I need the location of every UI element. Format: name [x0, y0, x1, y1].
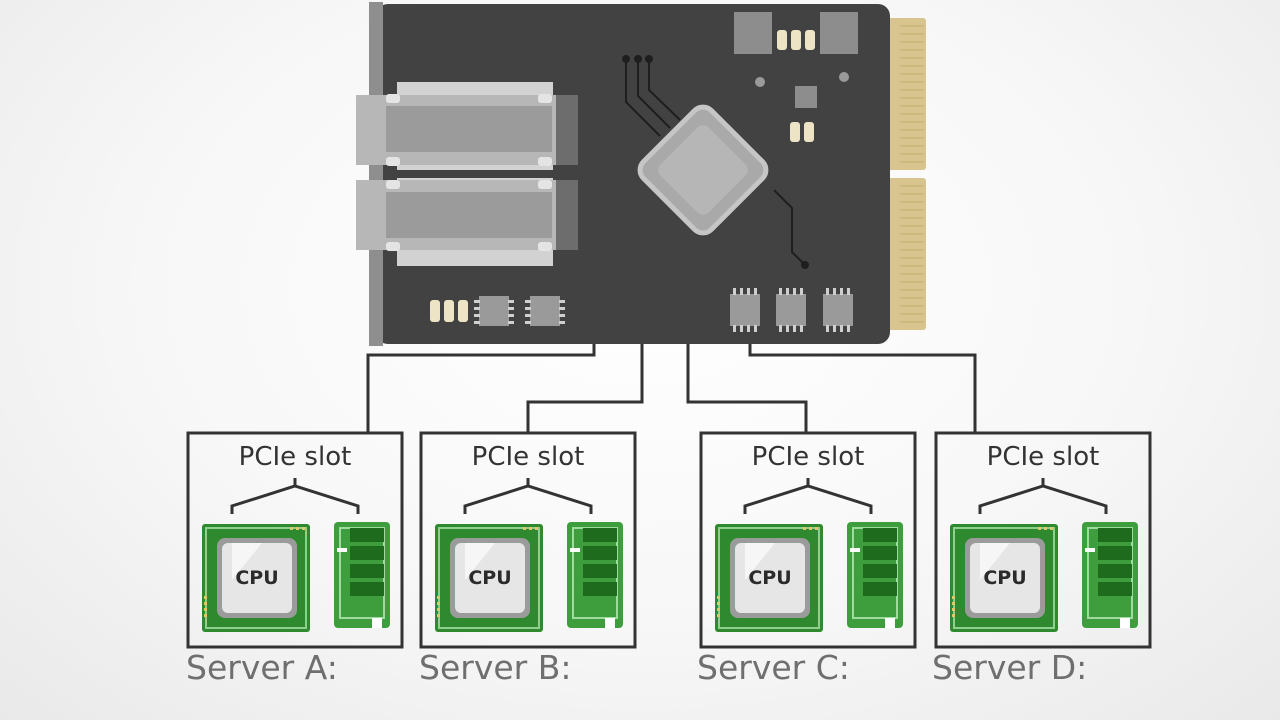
connection-line-d: [748, 344, 977, 432]
circuit-board: [376, 4, 890, 344]
capacitor-group: [790, 122, 814, 142]
slot-bracket: [743, 484, 873, 514]
server-c-label: Server C:: [697, 648, 850, 687]
component-chip: [820, 12, 858, 54]
server-box-d: PCIe slot CPU: [934, 431, 1152, 649]
capacitor-group: [777, 30, 815, 50]
server-frame: [934, 431, 1152, 649]
component-chip: [795, 86, 817, 108]
server-frame: [186, 431, 404, 649]
cpu-chip-icon: CPU: [715, 524, 823, 632]
pcie-slot-label: PCIe slot: [472, 442, 585, 472]
cpu-chip-icon: CPU: [202, 524, 310, 632]
server-frame: [699, 431, 917, 649]
memory-ic: [776, 288, 806, 332]
mounting-hole: [839, 72, 849, 82]
slot-bracket: [978, 484, 1108, 514]
server-d-label: Server D:: [932, 648, 1088, 687]
cpu-chip-icon: CPU: [435, 524, 543, 632]
pcie-slot-label: PCIe slot: [987, 442, 1100, 472]
slot-bracket: [463, 484, 593, 514]
connection-line-b: [526, 344, 644, 432]
server-box-c: PCIe slot CPU: [699, 431, 917, 649]
server-box-a: PCIe slot CPU: [186, 431, 404, 649]
cpu-label: CPU: [983, 567, 1026, 589]
mounting-bracket: [369, 2, 383, 346]
ram-module-icon: [334, 522, 390, 628]
capacitor-group: [430, 300, 468, 322]
connection-lines: [366, 344, 977, 432]
server-frame: [419, 431, 637, 649]
server-b-label: Server B:: [419, 648, 572, 687]
pcie-slot-label: PCIe slot: [752, 442, 865, 472]
board-traces: [625, 59, 806, 266]
network-port-bottom: [356, 178, 578, 266]
ram-module-icon: [847, 522, 903, 628]
network-adapter-card: [356, 2, 926, 346]
cpu-chip-icon: CPU: [950, 524, 1058, 632]
server-a-label: Server A:: [186, 648, 338, 687]
cpu-label: CPU: [748, 567, 791, 589]
memory-ic: [823, 288, 853, 332]
memory-ic: [730, 288, 760, 332]
ram-module-icon: [1082, 522, 1138, 628]
mounting-hole: [755, 77, 765, 87]
main-asic-chip: [637, 104, 769, 236]
connection-line-a: [366, 344, 596, 432]
pcie-gold-connector: [886, 18, 926, 330]
server-box-b: PCIe slot CPU: [419, 431, 637, 649]
memory-ic: [525, 296, 565, 326]
connection-line-c: [686, 344, 808, 432]
network-port-top: [356, 82, 578, 170]
ram-module-icon: [567, 522, 623, 628]
cpu-label: CPU: [235, 567, 278, 589]
memory-ic: [474, 296, 514, 326]
cpu-label: CPU: [468, 567, 511, 589]
pcie-slot-label: PCIe slot: [239, 442, 352, 472]
component-chip: [734, 12, 772, 54]
slot-bracket: [230, 484, 360, 514]
